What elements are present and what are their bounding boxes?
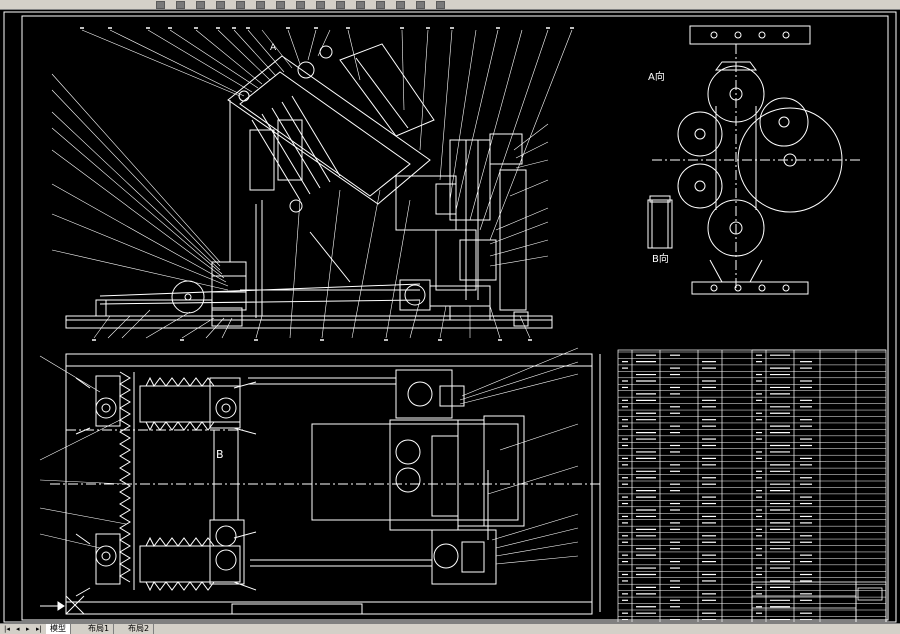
bom-table xyxy=(617,349,887,623)
bom-table-text-marks xyxy=(622,354,812,621)
zoom-window-icon[interactable] xyxy=(376,1,385,9)
open-icon[interactable] xyxy=(176,1,185,9)
drawing-canvas[interactable]: A向 B向 B A xyxy=(0,9,900,623)
title-block xyxy=(751,581,887,623)
tab-nav-prev-icon[interactable]: ◂ xyxy=(16,625,20,633)
tab-layout1[interactable]: 布局1 xyxy=(84,624,115,634)
bom-table-rows xyxy=(618,351,886,617)
side-view xyxy=(65,43,553,329)
tab-nav-first-icon[interactable]: |◂ xyxy=(4,625,10,633)
part-number-marks xyxy=(80,27,574,341)
view-b xyxy=(647,195,673,249)
undo-icon[interactable] xyxy=(296,1,305,9)
copy-icon[interactable] xyxy=(256,1,265,9)
section-a-mark: A xyxy=(270,43,277,53)
view-a-label: A向 xyxy=(648,70,665,83)
toolbar xyxy=(0,0,900,10)
cut-icon[interactable] xyxy=(236,1,245,9)
drawing-frame-inner xyxy=(21,15,889,621)
view-b-label: B向 xyxy=(652,252,669,265)
zoom-previous-icon[interactable] xyxy=(396,1,405,9)
tab-nav-last-icon[interactable]: ▸| xyxy=(36,625,42,633)
drawing-frame-outer xyxy=(3,11,897,623)
plan-label-b: B xyxy=(216,448,224,461)
leader-lines-top xyxy=(51,29,573,339)
new-icon[interactable] xyxy=(156,1,165,9)
tab-model[interactable]: 模型 xyxy=(46,624,71,634)
view-a xyxy=(652,25,860,295)
properties-icon[interactable] xyxy=(416,1,425,9)
pan-icon[interactable] xyxy=(336,1,345,9)
redo-icon[interactable] xyxy=(316,1,325,9)
ucs-icon xyxy=(40,595,85,615)
plan-view xyxy=(39,347,601,615)
print-icon[interactable] xyxy=(216,1,225,9)
save-icon[interactable] xyxy=(196,1,205,9)
tab-layout2[interactable]: 布局2 xyxy=(124,624,155,634)
layout-tab-bar: |◂ ◂ ▸ ▸| 模型 布局1 布局2 xyxy=(0,623,900,634)
paste-icon[interactable] xyxy=(276,1,285,9)
tab-nav-next-icon[interactable]: ▸ xyxy=(26,625,30,633)
layer-icon[interactable] xyxy=(436,1,445,9)
zoom-icon[interactable] xyxy=(356,1,365,9)
